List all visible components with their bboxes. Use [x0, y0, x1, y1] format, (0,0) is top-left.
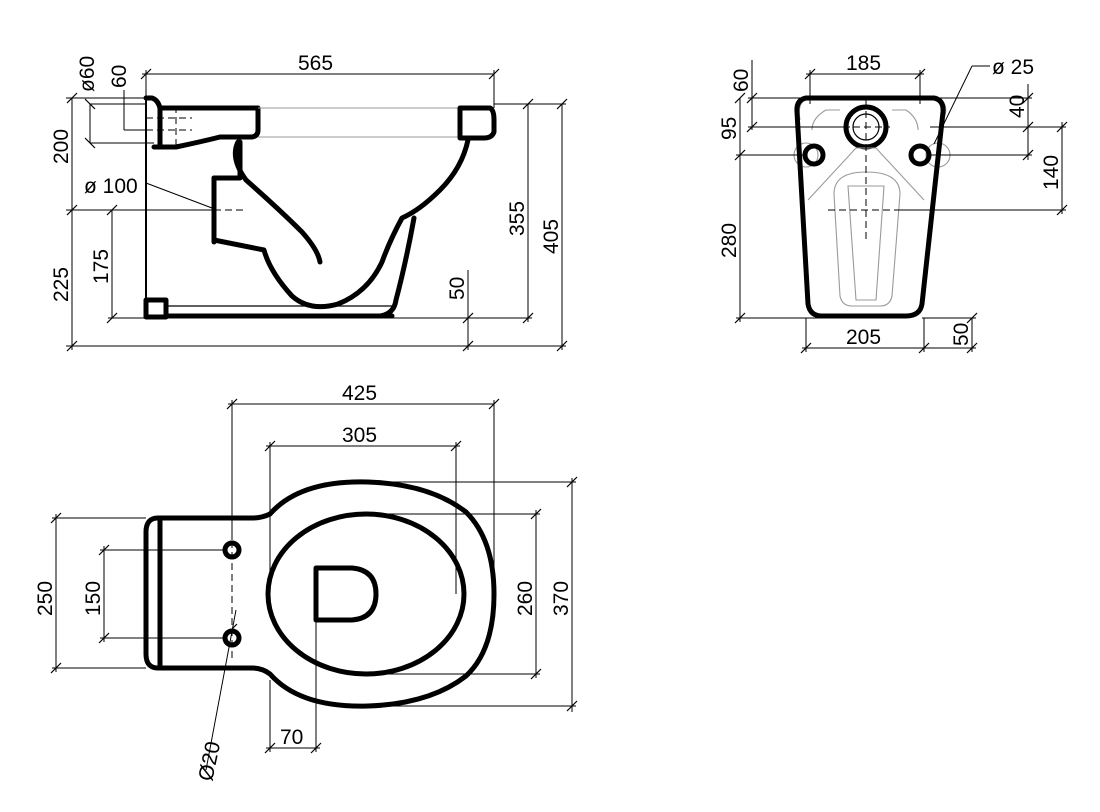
top-dim-150: 150	[82, 581, 105, 616]
side-dim-60: 60	[108, 65, 131, 88]
front-dim-40: 40	[1006, 95, 1029, 118]
front-view: 60 185 ø 25 40 95 140 280 205 50	[718, 52, 1068, 354]
top-view: 425 305 250 150 260 370 70 Ø20	[34, 382, 578, 783]
side-view-dimensions	[66, 68, 568, 352]
top-dim-370: 370	[550, 581, 573, 616]
side-view-outline	[143, 95, 497, 320]
top-dim-305: 305	[342, 424, 377, 447]
top-dim-425: 425	[342, 382, 377, 405]
front-dim-140: 140	[1040, 155, 1063, 190]
side-dim-d60: ø60	[76, 56, 99, 92]
front-dim-280: 280	[718, 223, 741, 258]
side-dim-d100: ø 100	[84, 175, 138, 198]
front-dim-d25: ø 25	[992, 56, 1034, 79]
front-dim-50: 50	[950, 323, 973, 346]
side-dim-200: 200	[50, 129, 73, 164]
side-dim-565: 565	[298, 52, 333, 75]
side-dim-175: 175	[90, 249, 113, 284]
side-dim-405: 405	[540, 219, 563, 254]
side-view: ø60 60 565 200 ø 100 225 175 355 405 50	[50, 52, 568, 352]
front-dim-60: 60	[730, 69, 753, 92]
side-dim-355: 355	[506, 201, 529, 236]
side-dim-225: 225	[50, 267, 73, 302]
side-dim-50: 50	[446, 277, 469, 300]
front-dim-205: 205	[846, 326, 881, 349]
top-view-outline	[143, 479, 497, 709]
front-view-outline	[793, 95, 951, 319]
front-dim-95: 95	[718, 117, 741, 140]
top-dim-260: 260	[514, 581, 537, 616]
front-view-dimensions	[734, 60, 1068, 354]
top-dim-d20: Ø20	[194, 739, 225, 783]
top-view-dimensions	[50, 398, 578, 771]
top-dim-70: 70	[280, 726, 303, 749]
top-dim-250: 250	[34, 581, 57, 616]
front-dim-185: 185	[846, 52, 881, 75]
